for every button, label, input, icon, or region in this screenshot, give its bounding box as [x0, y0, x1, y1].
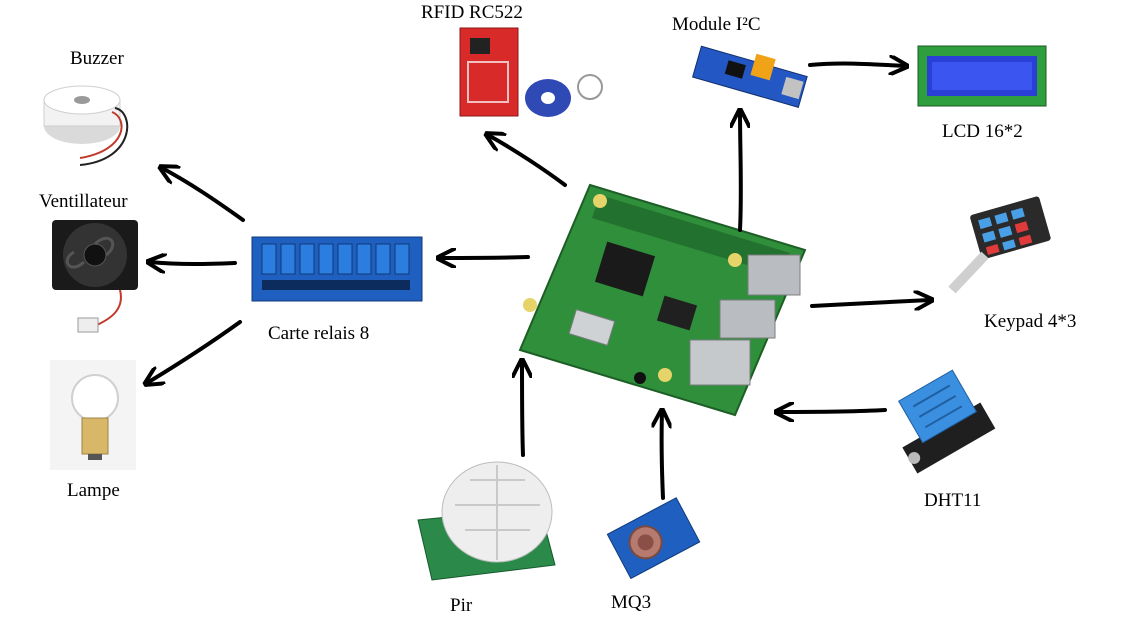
pir-sensor-icon — [417, 461, 556, 581]
mq3-label: MQ3 — [611, 592, 652, 613]
mq3-sensor-icon — [606, 497, 701, 580]
lamp-icon — [50, 360, 136, 470]
keypad-icon — [970, 196, 1051, 260]
arrow-mq3-to-pi — [662, 412, 663, 500]
rfid-reader-icon — [459, 27, 603, 117]
arrow-relay-to-fan — [150, 262, 237, 264]
dht11-label: DHT11 — [924, 490, 982, 511]
arrow-pi-to-i2c — [740, 112, 741, 232]
rfid-label: RFID RC522 — [421, 2, 523, 23]
pir-label: Pir — [450, 595, 473, 616]
raspberry-pi-icon — [518, 183, 807, 417]
keypad-ribbon-cable — [948, 251, 989, 294]
lcd-display-icon — [917, 45, 1047, 107]
arrow-dht-to-pi — [778, 410, 887, 412]
lcd-label: LCD 16*2 — [942, 121, 1023, 142]
buzzer-label: Buzzer — [70, 48, 124, 69]
fan-label: Ventillateur — [39, 191, 128, 212]
relay-board-icon — [251, 236, 423, 302]
fan-icon — [52, 220, 138, 333]
arrow-relay-to-lamp — [147, 320, 242, 383]
connection-arrows — [147, 63, 930, 500]
arrow-pi-to-rfid — [488, 135, 567, 187]
arrow-relay-to-buzzer — [162, 168, 245, 222]
i2c-module-label: Module I²C — [672, 14, 761, 35]
arrow-pi-to-keypad — [810, 300, 930, 306]
arrow-pi-to-relay — [440, 257, 530, 258]
keypad-label: Keypad 4*3 — [984, 311, 1077, 332]
arrow-pir-to-pi — [522, 362, 523, 457]
arrow-i2c-to-lcd — [808, 63, 905, 66]
dht11-sensor-icon — [898, 369, 996, 474]
buzzer-icon — [43, 85, 129, 166]
i2c-module-icon — [691, 45, 808, 108]
relay-board-label: Carte relais 8 — [268, 323, 370, 344]
lamp-label: Lampe — [67, 480, 120, 501]
